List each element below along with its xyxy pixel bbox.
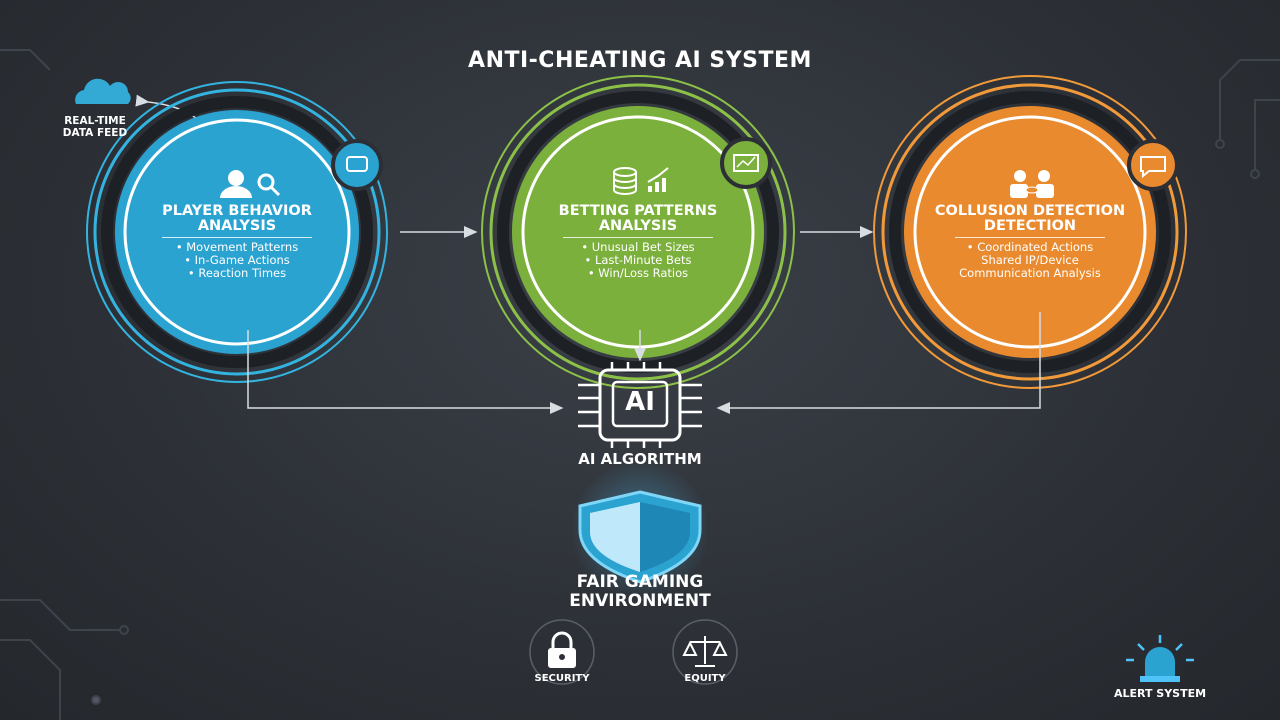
lock-icon [548,631,576,668]
robot-icon [331,139,383,191]
divider [955,237,1105,238]
list-item: • Unusual Bet Sizes [581,240,695,254]
node-title-line1: COLLUSION DETECTION [934,203,1126,219]
node-rings [86,75,1187,389]
fair-gaming-label: FAIR GAMING ENVIRONMENT [500,573,780,611]
list-item: • Reaction Times [187,266,287,280]
ai-chip-text: AI [625,387,655,417]
list-item: • Coordinated Actions [966,240,1094,254]
node-items: • Movement Patterns• In-Game Actions• Re… [122,241,352,280]
equity-label: EQUITY [684,673,726,684]
connectors [247,226,1041,414]
node-title-line1: BETTING PATTERNS [558,203,718,219]
list-item: • Movement Patterns [175,240,299,254]
shield-icon [578,490,702,584]
chat-bubble-icon [1127,139,1179,191]
scales-icon [682,636,728,667]
ai-chip-icon [578,362,702,448]
data-feed-label: REAL-TIME DATA FEED [55,115,135,139]
fair-gaming-line1: FAIR GAMING [576,572,704,592]
node-title-line2: DETECTION [983,218,1077,234]
alert-system-label: ALERT SYSTEM [1113,687,1207,700]
node-items: • Unusual Bet Sizes• Last-Minute Bets• W… [523,241,753,280]
data-feed-label-line2: DATA FEED [62,127,128,139]
node-title-line1: PLAYER BEHAVIOR [162,203,312,219]
list-item: Communication Analysis [959,266,1101,280]
divider [162,237,312,238]
security-label: SECURITY [534,673,590,684]
handshake-icon [1010,170,1054,198]
divider [563,237,713,238]
node-title-line2: ANALYSIS [197,218,277,234]
coins-chart-icon [613,167,669,195]
list-item: Shared IP/Device [981,253,1079,267]
node-title-line2: ANALYSIS [598,218,678,234]
list-item: • Win/Loss Ratios [587,266,689,280]
fair-gaming-line2: ENVIRONMENT [569,591,711,611]
data-feed-label-line1: REAL-TIME [64,115,126,127]
cloud-icon [75,78,131,104]
ai-algorithm-label: AI ALGORITHM [578,450,702,468]
list-item: • Last-Minute Bets [584,253,692,267]
alert-siren-icon [1126,635,1194,682]
circuit-decoration [0,49,1280,720]
user-search-icon [220,170,281,198]
page-title: ANTI-CHEATING AI SYSTEM [468,48,812,73]
list-item: • In-Game Actions [184,253,290,267]
